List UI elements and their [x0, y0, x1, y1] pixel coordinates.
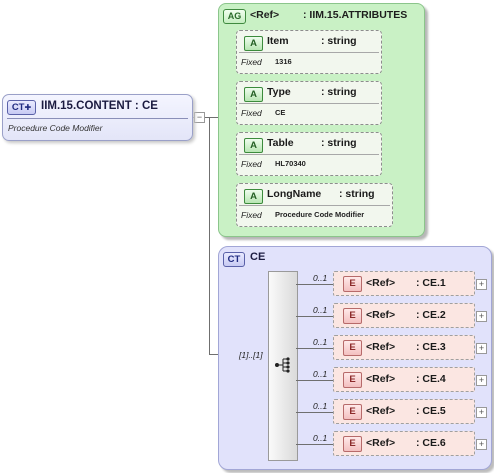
connector-element	[296, 348, 333, 349]
element-badge-icon: E	[343, 372, 362, 388]
element-name: : CE.2	[416, 309, 446, 321]
element-ce-3[interactable]: E <Ref> : CE.3	[333, 335, 475, 360]
element-cardinality: 0..1	[313, 337, 328, 347]
attribute-name: Item	[267, 35, 289, 47]
element-name: : CE.4	[416, 373, 446, 385]
sequence-compositor[interactable]	[268, 271, 298, 461]
element-ref: <Ref>	[366, 373, 396, 385]
fixed-value: 1316	[275, 57, 292, 66]
connector-element	[296, 412, 333, 413]
connector-element	[296, 444, 333, 445]
element-name: : CE.5	[416, 405, 446, 417]
root-description: Procedure Code Modifier	[8, 123, 103, 133]
connector-element	[296, 380, 333, 381]
expand-icon[interactable]: +	[476, 343, 487, 354]
fixed-value: Procedure Code Modifier	[275, 210, 365, 219]
attribute-badge-icon: A	[244, 87, 263, 102]
complex-type-name: CE	[250, 251, 266, 263]
element-cardinality: 0..1	[313, 305, 328, 315]
complex-type-badge-icon: CT✚	[7, 100, 36, 115]
attribute-group-name: : IIM.15.ATTRIBUTES	[303, 9, 408, 21]
attribute-group-badge-icon: AG	[223, 9, 246, 24]
attribute-type: : string	[321, 137, 357, 149]
divider	[239, 154, 379, 155]
attribute-type[interactable]: A Type : string Fixed CE	[236, 81, 382, 125]
expand-icon[interactable]: +	[476, 439, 487, 450]
root-node[interactable]: CT✚ IIM.15.CONTENT : CE Procedure Code M…	[2, 94, 193, 141]
divider	[239, 205, 390, 206]
attribute-table[interactable]: A Table : string Fixed HL70340	[236, 132, 382, 176]
element-ce-4[interactable]: E <Ref> : CE.4	[333, 367, 475, 392]
element-cardinality: 0..1	[313, 433, 328, 443]
attribute-badge-icon: A	[244, 189, 263, 204]
connector-element-rail	[315, 284, 316, 444]
divider	[239, 103, 379, 104]
root-title: IIM.15.CONTENT : CE	[41, 100, 158, 112]
fixed-label: Fixed	[241, 108, 262, 118]
element-badge-icon: E	[343, 340, 362, 356]
element-ref: <Ref>	[366, 341, 396, 353]
fixed-value: CE	[275, 108, 286, 117]
complex-type-badge-icon: CT	[223, 252, 245, 267]
element-name: : CE.1	[416, 277, 446, 289]
attribute-type: : string	[339, 188, 375, 200]
element-badge-icon: E	[343, 308, 362, 324]
expand-icon[interactable]: +	[476, 407, 487, 418]
attribute-name: LongName	[267, 188, 322, 200]
attribute-type: : string	[321, 35, 357, 47]
sequence-cardinality: [1]..[1]	[239, 350, 263, 360]
divider	[7, 118, 188, 119]
fixed-value: HL70340	[275, 159, 306, 168]
attribute-group-ref: <Ref>	[250, 9, 280, 21]
element-cardinality: 0..1	[313, 369, 328, 379]
element-ref: <Ref>	[366, 405, 396, 417]
attribute-longname[interactable]: A LongName : string Fixed Procedure Code…	[236, 183, 393, 227]
expand-icon[interactable]: +	[476, 311, 487, 322]
divider	[239, 52, 379, 53]
element-badge-icon: E	[343, 276, 362, 292]
element-badge-icon: E	[343, 436, 362, 452]
expand-icon[interactable]: +	[476, 279, 487, 290]
connector-element	[296, 284, 333, 285]
fixed-label: Fixed	[241, 57, 262, 67]
element-ce-6[interactable]: E <Ref> : CE.6	[333, 431, 475, 456]
attribute-item[interactable]: A Item : string Fixed 1316	[236, 30, 382, 74]
element-name: : CE.6	[416, 437, 446, 449]
element-cardinality: 0..1	[313, 401, 328, 411]
attribute-name: Table	[267, 137, 294, 149]
attribute-name: Type	[267, 86, 291, 98]
connector-root-trunk	[205, 117, 209, 118]
expand-icon[interactable]: +	[476, 375, 487, 386]
connector-to-ag	[209, 117, 219, 118]
attribute-badge-icon: A	[244, 36, 263, 51]
sequence-icon	[275, 357, 290, 373]
connector-element	[296, 316, 333, 317]
fixed-label: Fixed	[241, 210, 262, 220]
attribute-type: : string	[321, 86, 357, 98]
element-ref: <Ref>	[366, 309, 396, 321]
element-ref: <Ref>	[366, 277, 396, 289]
element-ce-5[interactable]: E <Ref> : CE.5	[333, 399, 475, 424]
element-cardinality: 0..1	[313, 273, 328, 283]
element-badge-icon: E	[343, 404, 362, 420]
connector-trunk	[209, 117, 210, 354]
collapse-toggle[interactable]: −	[194, 112, 205, 123]
attribute-group[interactable]: AG <Ref> : IIM.15.ATTRIBUTES A Item : st…	[218, 3, 425, 237]
element-ce-1[interactable]: E <Ref> : CE.1	[333, 271, 475, 296]
element-name: : CE.3	[416, 341, 446, 353]
attribute-badge-icon: A	[244, 138, 263, 153]
complex-type-box[interactable]: CT CE [1]..[1] 0..1 E <Ref> : CE.1 + 0..…	[218, 246, 492, 470]
fixed-label: Fixed	[241, 159, 262, 169]
element-ref: <Ref>	[366, 437, 396, 449]
element-ce-2[interactable]: E <Ref> : CE.2	[333, 303, 475, 328]
